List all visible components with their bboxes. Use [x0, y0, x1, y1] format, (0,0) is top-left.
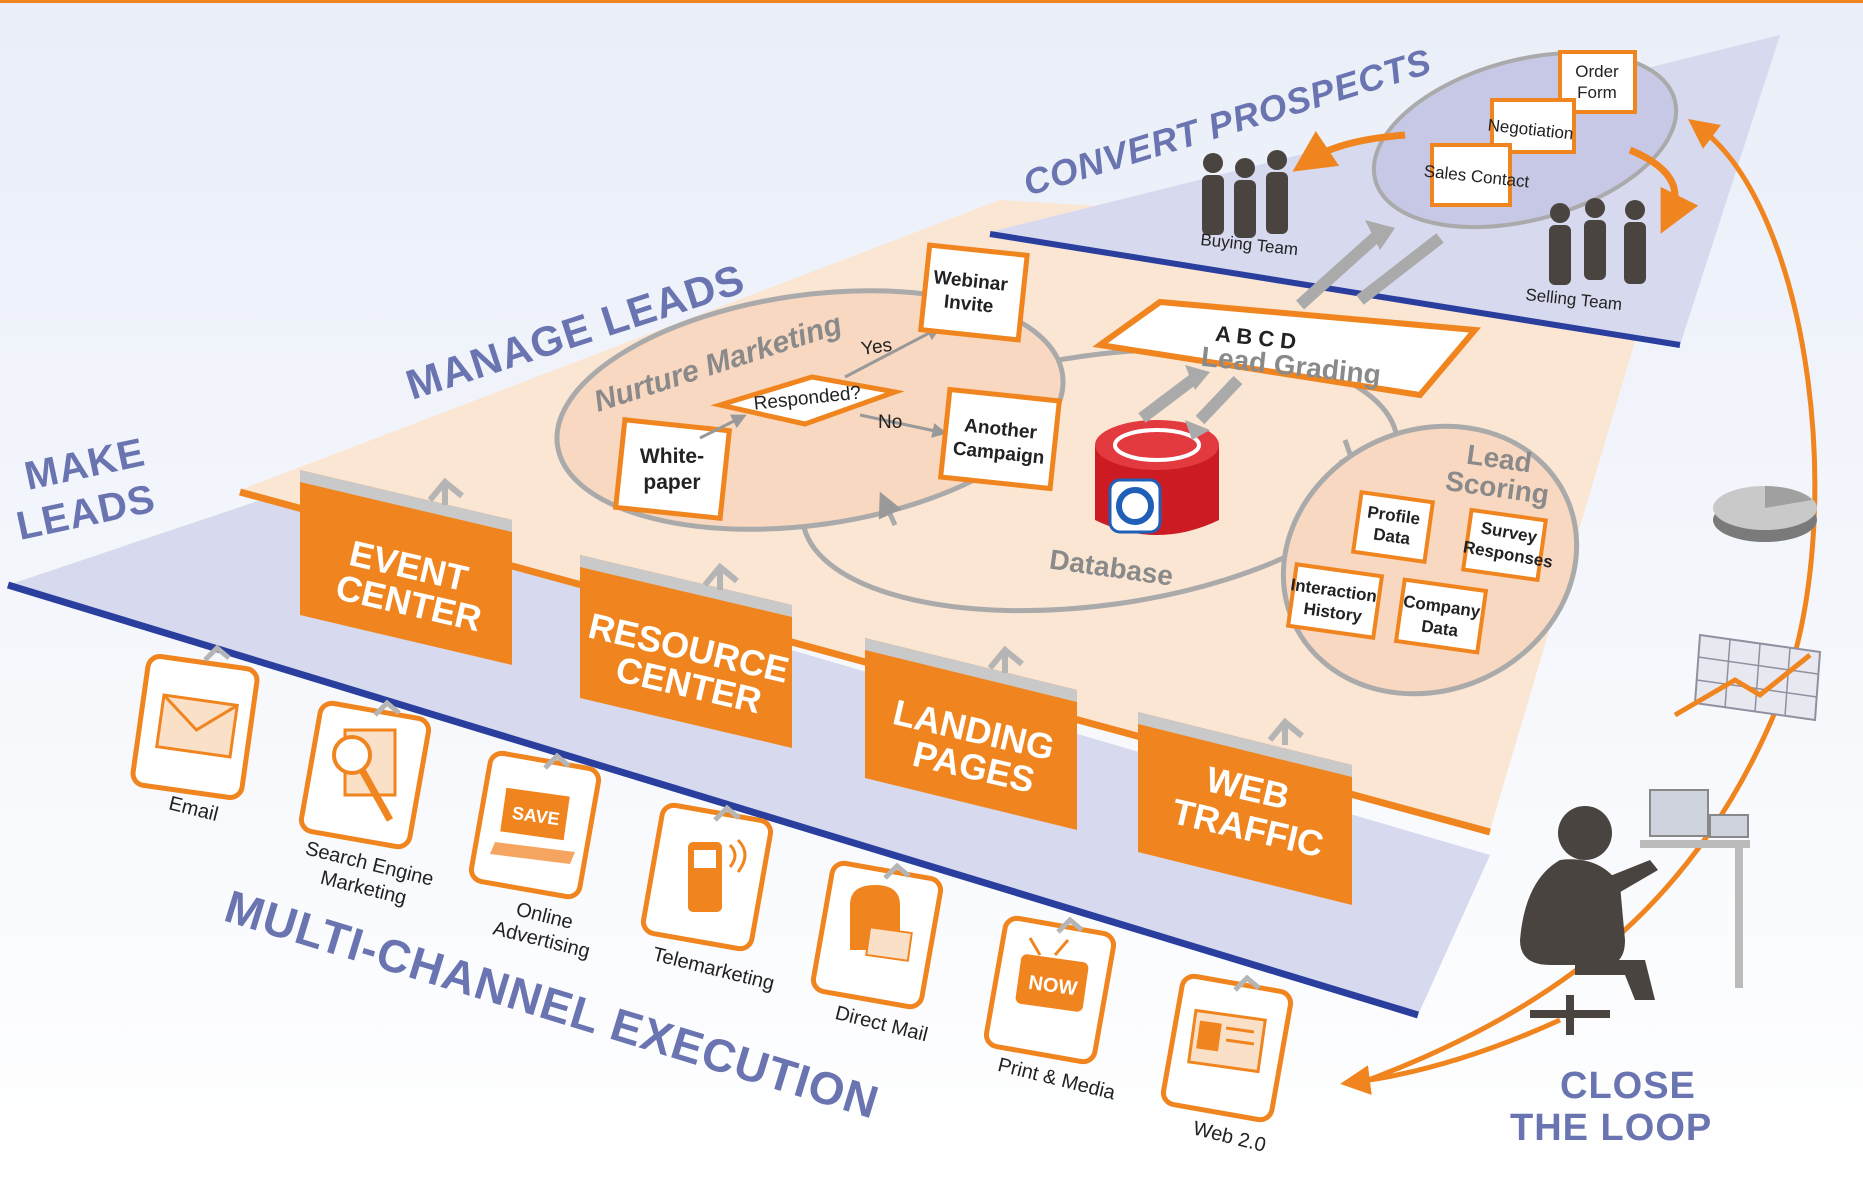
landing-pages-panel: LANDING PAGES [865, 638, 1077, 830]
web-profile-icon [1187, 1008, 1267, 1074]
magnifier-document-icon [332, 728, 397, 822]
buying-team-figures [1202, 150, 1288, 238]
close-loop-heading-line2: THE LOOP [1510, 1107, 1712, 1149]
db-grading-arrowhead-down [1185, 420, 1210, 440]
survey-responses-box: Survey Responses [1460, 507, 1554, 583]
pie-chart-icon [1713, 486, 1817, 542]
grading-convert-arrowhead [1365, 220, 1395, 250]
person-at-desk-icon [1520, 789, 1750, 1035]
convert-prospects-tier-edge [989, 231, 1681, 348]
convert-arrow-right [1628, 146, 1699, 234]
envelope-icon [155, 693, 239, 759]
yes-arrow [844, 326, 942, 379]
order-form-line2: Form [1577, 83, 1617, 102]
resource-center-panel: RESOURCE CENTER [580, 555, 793, 748]
laptop-save-icon: SAVE [490, 787, 575, 864]
whitepaper-box: White- paper [612, 417, 733, 522]
channel-online-advertising: SAVE Online Advertising [468, 750, 602, 963]
db-grading-arrowhead-up [1185, 365, 1210, 390]
company-data-box: Company Data [1393, 577, 1489, 655]
line-chart-icon [1673, 633, 1822, 722]
whitepaper-to-responded-arrow [699, 414, 747, 440]
db-grading-arrows [1138, 373, 1243, 425]
selling-team-figures [1549, 198, 1646, 285]
no-arrow [859, 413, 948, 438]
make-leads-tier-edge [6, 581, 1420, 1019]
yes-label: Yes [860, 335, 894, 360]
convert-arrow-left [1292, 130, 1406, 172]
ring-arrow-left [878, 491, 902, 527]
top-rule [0, 0, 1863, 3]
order-form-line1: Order [1575, 62, 1619, 81]
lead-grading-box: A B C D Lead Grading [1092, 298, 1482, 399]
interaction-history-box: Interaction History [1285, 562, 1385, 640]
profile-data-box: Profile Data [1350, 490, 1436, 564]
phone-icon [688, 838, 747, 912]
whitepaper-label-line2: paper [643, 471, 700, 494]
close-loop-arc-lower [1340, 1017, 1562, 1095]
channel-up-arrows [203, 644, 1261, 992]
web-traffic-panel: WEB TRAFFIC [1138, 712, 1352, 905]
mailbox-icon [850, 885, 913, 962]
grading-convert-arrows [1295, 230, 1444, 310]
no-label: No [878, 412, 902, 433]
panel-up-arrows [427, 477, 1304, 745]
responded-diamond: Responded? [710, 374, 905, 427]
close-loop-heading-line1: CLOSE [1560, 1065, 1696, 1107]
channel-search-engine-marketing: Search Engine Marketing [298, 700, 436, 909]
database-icon [1095, 420, 1219, 535]
event-center-panel: EVENT CENTER [300, 470, 512, 665]
webinar-label-line2: Invite [943, 291, 995, 317]
tv-now-icon: NOW [1015, 937, 1089, 1012]
whitepaper-label-line1: White- [640, 445, 704, 468]
webinar-invite-box: Webinar Invite [918, 242, 1030, 343]
channel-email: Email [130, 654, 260, 826]
another-campaign-box: Another Campaign [937, 386, 1063, 492]
